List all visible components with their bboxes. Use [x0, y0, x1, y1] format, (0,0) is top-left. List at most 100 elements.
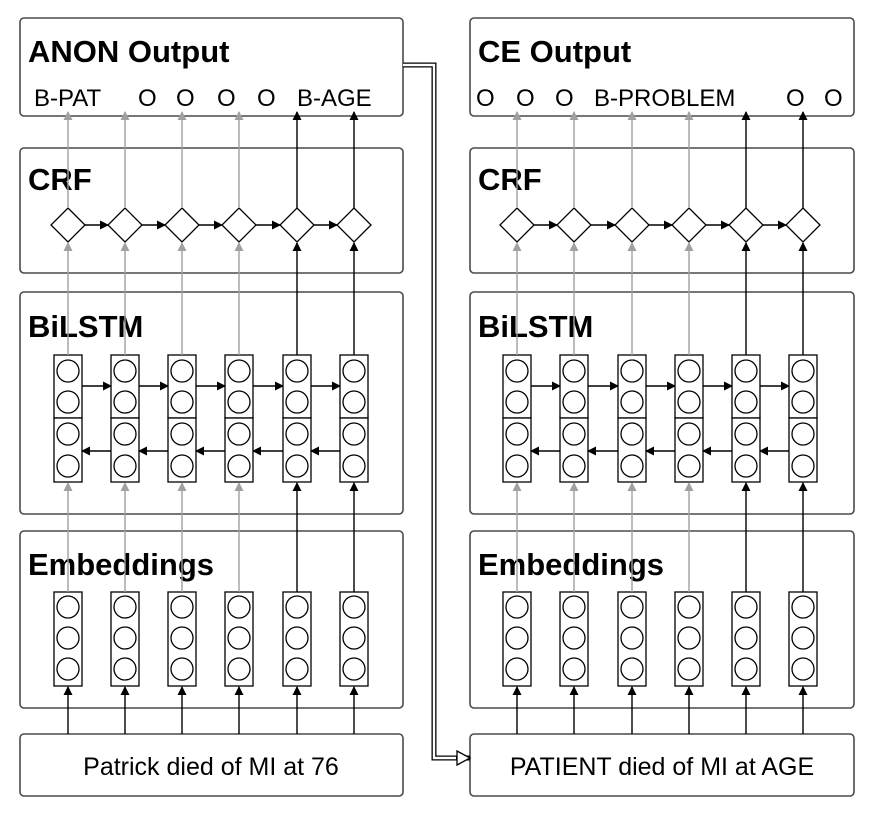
anon-embedding-unit	[56, 626, 80, 650]
anon-output-label: O	[257, 85, 276, 112]
ce-embedding-unit	[505, 595, 529, 619]
anon-bilstm-title: BiLSTM	[28, 309, 143, 344]
anon-output-label: O	[217, 85, 236, 112]
ce-output-box	[469, 17, 855, 117]
ce-embedding-unit	[620, 626, 644, 650]
anon-to-ce-connector	[403, 62, 472, 767]
ce-output-label: O	[516, 85, 535, 112]
anon-bilstm-unit	[285, 359, 309, 383]
ce-bilstm-unit	[562, 454, 586, 478]
anon-output-labels: B-PAT O O O O B-AGE	[34, 85, 372, 112]
ce-embedding-cells	[502, 591, 818, 687]
anon-output-title: ANON Output	[28, 34, 229, 69]
ce-bilstm-unit	[620, 454, 644, 478]
anon-bilstm-unit	[342, 422, 366, 446]
anon-output-label: B-PAT	[34, 85, 101, 112]
ce-bilstm-unit	[505, 390, 529, 414]
ce-embedding-unit	[562, 626, 586, 650]
anon-bilstm-unit	[113, 390, 137, 414]
anon-embedding-unit	[342, 626, 366, 650]
ce-embedding-unit	[505, 626, 529, 650]
anon-bilstm-unit	[113, 454, 137, 478]
ce-bilstm-unit	[734, 422, 758, 446]
anon-bilstm-unit	[170, 359, 194, 383]
anon-embedding-unit	[170, 657, 194, 681]
anon-bilstm-unit	[113, 422, 137, 446]
anon-embedding-unit	[285, 626, 309, 650]
anon-bilstm-unit	[227, 390, 251, 414]
anon-embedding-unit	[285, 657, 309, 681]
ce-embedding-unit	[734, 657, 758, 681]
anon-embedding-unit	[227, 626, 251, 650]
ce-output-label: O	[555, 85, 574, 112]
anon-output-label: O	[138, 85, 157, 112]
anon-embedding-unit	[342, 595, 366, 619]
anon-bilstm-unit	[342, 359, 366, 383]
ce-bilstm-unit	[791, 454, 815, 478]
ce-embedding-unit	[620, 657, 644, 681]
ce-bilstm-unit	[791, 359, 815, 383]
ce-bilstm-unit	[505, 422, 529, 446]
anon-embedding-unit	[113, 626, 137, 650]
ce-input-text: PATIENT died of MI at AGE	[510, 753, 814, 781]
ce-input-box	[469, 733, 855, 797]
ce-output-label: O	[476, 85, 495, 112]
ce-panel: CE Output O O O B-PROBLEM O O CRF BiLSTM…	[469, 17, 855, 797]
ce-embedding-unit	[677, 626, 701, 650]
anon-embedding-unit	[170, 595, 194, 619]
ce-output-label: O	[824, 85, 843, 112]
ce-embedding-unit	[791, 657, 815, 681]
anon-bilstm-unit	[342, 454, 366, 478]
anon-bilstm-unit	[56, 422, 80, 446]
ce-bilstm-unit	[791, 390, 815, 414]
ce-bilstm-unit	[562, 390, 586, 414]
ce-bilstm-unit	[620, 390, 644, 414]
ce-crf-nodes	[499, 207, 821, 243]
anon-embedding-unit	[113, 595, 137, 619]
ce-vertical-arrows	[512, 111, 808, 734]
ce-bilstm-unit	[791, 422, 815, 446]
anon-crf-title: CRF	[28, 162, 92, 197]
anon-bilstm-unit	[227, 422, 251, 446]
anon-embedding-unit	[56, 657, 80, 681]
ce-bilstm-unit	[562, 359, 586, 383]
ce-embedding-unit	[791, 626, 815, 650]
ce-bilstm-unit	[677, 390, 701, 414]
anon-bilstm-unit	[56, 390, 80, 414]
ce-embeddings-title: Embeddings	[478, 547, 664, 582]
ce-bilstm-unit	[677, 422, 701, 446]
ce-bilstm-cells	[502, 354, 818, 483]
ce-embedding-unit	[677, 657, 701, 681]
ce-output-labels: O O O B-PROBLEM O O	[476, 85, 843, 112]
anon-bilstm-unit	[285, 422, 309, 446]
ce-bilstm-unit	[677, 359, 701, 383]
ce-output-label: O	[786, 85, 805, 112]
anon-embeddings-title: Embeddings	[28, 547, 214, 582]
anon-output-label: O	[176, 85, 195, 112]
ce-bilstm-unit	[734, 390, 758, 414]
anon-input-box	[19, 733, 404, 797]
ce-embedding-unit	[562, 657, 586, 681]
ce-bilstm-unit	[505, 359, 529, 383]
anon-bilstm-unit	[227, 359, 251, 383]
ce-embedding-unit	[620, 595, 644, 619]
anon-bilstm-unit	[170, 454, 194, 478]
anon-embedding-unit	[227, 595, 251, 619]
anon-embedding-unit	[227, 657, 251, 681]
ce-bilstm-unit	[734, 454, 758, 478]
ce-embedding-unit	[677, 595, 701, 619]
ce-bilstm-unit	[505, 454, 529, 478]
ce-embedding-unit	[791, 595, 815, 619]
ce-crf-box	[469, 147, 855, 274]
ce-output-title: CE Output	[478, 34, 631, 69]
ce-bilstm-unit	[677, 454, 701, 478]
ce-embedding-unit	[505, 657, 529, 681]
ce-bilstm-unit	[620, 359, 644, 383]
anon-embedding-unit	[170, 626, 194, 650]
anon-bilstm-unit	[342, 390, 366, 414]
anon-bilstm-unit	[170, 422, 194, 446]
anon-crf-nodes	[50, 207, 372, 243]
ce-bilstm-unit	[562, 422, 586, 446]
ce-output-label: B-PROBLEM	[594, 85, 735, 112]
